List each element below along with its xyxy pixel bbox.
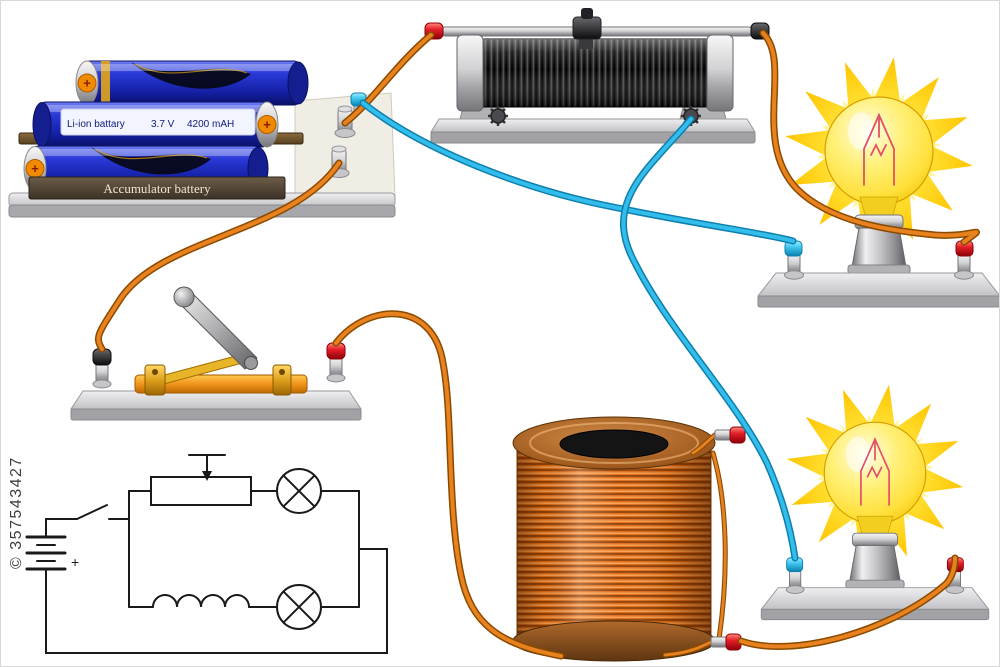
schematic-battery-symbol: + [25,535,79,571]
rheostat-end-cap-left [456,34,484,112]
switch-terminal-left [92,348,112,389]
switch-contact [272,364,292,396]
wire-battery-to-switch [95,159,343,353]
lamp-2 [760,369,990,621]
coil-core-hole [559,429,669,459]
svg-text:Li-ion battary 3.7 V: Li-ion battary 3.7 V 4200 mAH [67,119,234,130]
watermark-id-text: © 357543427 [8,456,25,569]
battery-cell-1: + [75,60,309,106]
battery-spec-capacity: 4200 mAH [187,119,234,130]
wire-battery-to-lamp1-blue [359,99,797,245]
rheostat-bolt-left [488,106,508,126]
coil-terminal-bottom [710,633,742,651]
wire-rheostat-to-lamp1 [759,29,980,246]
coil-flange-top [512,416,716,470]
rheostat-base [430,118,756,133]
switch-hinge [144,364,166,396]
wire-switch-to-coil [332,310,565,660]
battery-caption: Accumulator battery [103,181,211,196]
circuit-schematic: + [25,454,388,654]
switch-pivot [244,356,258,370]
rheostat-end-cap-right [706,34,734,112]
battery-spec-band [60,108,256,136]
lamp-1 [757,41,999,308]
wires [95,29,980,660]
battery-plus-sign: + [83,76,91,91]
battery-platform-edge [8,204,396,218]
switch-handle-grip [173,286,195,308]
battery-spec-voltage: 3.7 V [151,119,175,130]
coil-terminal-top [714,426,746,444]
schematic-rheostat-symbol [128,454,278,506]
wire-coil-to-lamp2 [737,554,959,650]
schematic-plus-sign: + [71,554,79,570]
rheostat [424,8,770,144]
accumulator-battery: + Li-ion battary 3.7 V 4200 mAH + + Accu… [8,60,396,218]
wire-rheostat-to-lamp2-blue [620,115,799,562]
battery-spec-name: Li-ion battary [67,119,125,130]
wire-battery-to-rheostat [341,31,435,127]
switch-plate [70,390,362,410]
rheostat-coil-gloss [481,39,709,107]
schematic-return-wire [45,548,388,654]
schematic-lamp-2-symbol [276,584,360,630]
schematic-switch-symbol [45,504,130,538]
schematic-inductor-symbol [128,594,278,608]
rheostat-base-edge [430,131,756,144]
battery-cell-2: Li-ion battary 3.7 V 4200 mAH + [32,101,279,148]
switch-terminal-right [326,342,346,383]
battery-caption-plate: Accumulator battery [28,176,286,200]
battery-plus-sign: + [263,117,271,132]
coil-winding-shade [517,445,711,643]
schematic-lamp-1-symbol [276,468,360,514]
switch-handle [173,286,258,370]
induction-coil [512,416,746,662]
rheostat-slider [572,8,602,49]
knife-switch [70,286,362,421]
switch-plate-edge [70,408,362,421]
battery-plus-sign: + [31,161,39,176]
